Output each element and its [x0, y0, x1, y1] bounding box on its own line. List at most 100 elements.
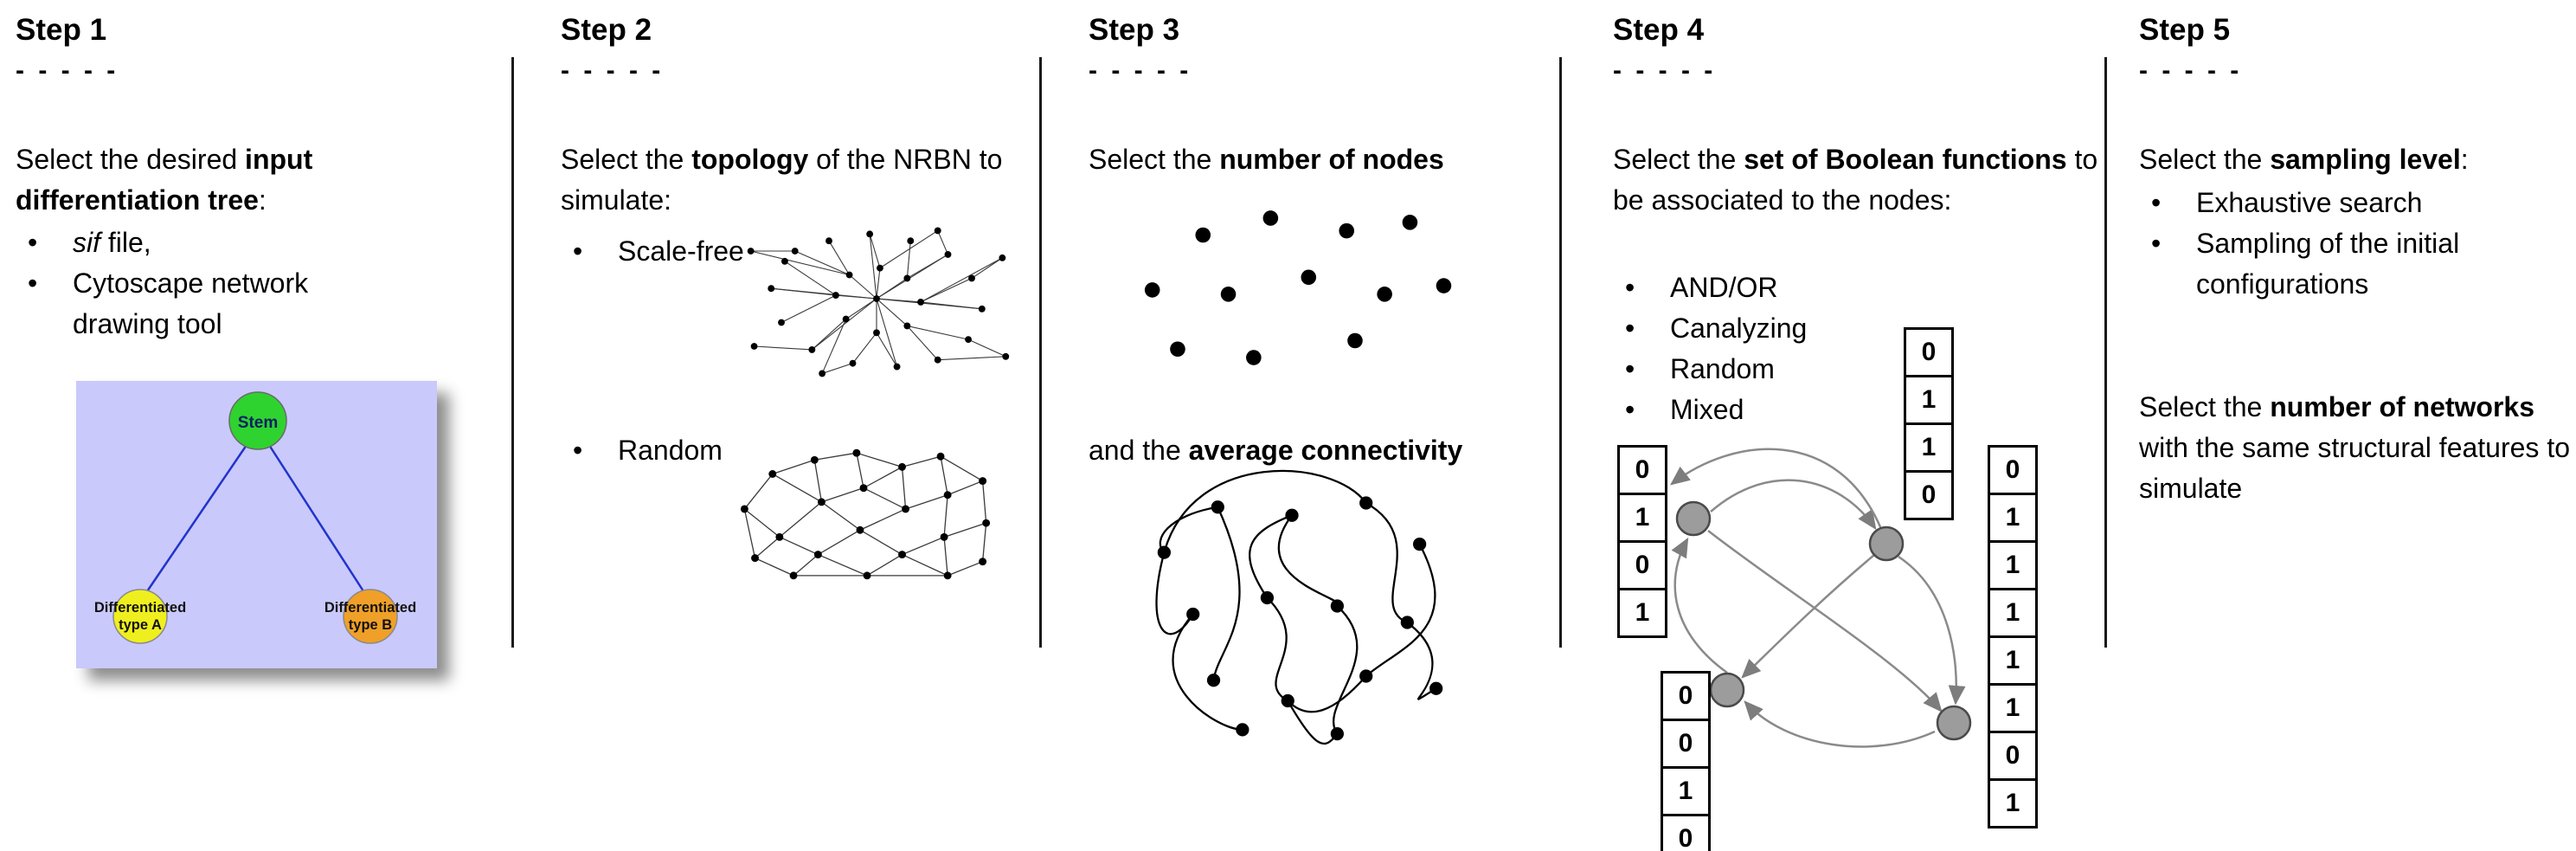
step5-networks-paragraph: Select the number of networks with the s… — [2139, 387, 2576, 509]
step5-bullet-exhaustive: •Exhaustive search — [2139, 183, 2576, 223]
step1-dashes: - - - - - — [16, 56, 119, 85]
step1-intro-post: : — [258, 184, 267, 216]
stem-node — [228, 391, 287, 450]
table-cell: 0 — [1988, 731, 2038, 781]
step2-intro-bold: topology — [691, 144, 809, 175]
scale-free-network-illustration — [747, 227, 1010, 377]
differentiation-tree-figure: Stem Differentiated type A Differentiate… — [76, 381, 437, 668]
sif-italic: sif — [73, 227, 100, 258]
boolean-network-figure: 0 1 0 1 0 1 1 0 0 0 1 0 0 1 1 1 — [1613, 323, 2110, 851]
table-cell: 0 — [1617, 540, 1667, 590]
scale-free-label: Scale-free — [618, 235, 744, 267]
step4-bullet-random: • Random — [1613, 349, 1959, 390]
table-cell: 0 — [1661, 719, 1711, 769]
table-cell: 1 — [1988, 493, 2038, 543]
random-functions-label: Random — [1670, 353, 1775, 384]
edge-n1-n4 — [1707, 530, 1943, 712]
step1-intro-bold: input differentiation tree — [16, 144, 313, 216]
bullet-glyph: • — [1625, 394, 1635, 425]
step5-para-pre: Select the — [2139, 391, 2271, 422]
step1-title: Step 1 — [16, 13, 107, 47]
type-a-label-line2: type A — [119, 617, 162, 633]
step3-title: Step 3 — [1089, 13, 1180, 47]
type-a-node — [112, 589, 168, 644]
step2-intro-pre: Select the — [561, 144, 692, 175]
table-cell: 1 — [1904, 375, 1954, 425]
step5-dashes: - - - - - — [2139, 56, 2243, 85]
boolean-table-bottom: 0 0 1 0 — [1661, 671, 1711, 851]
bullet-glyph: • — [1625, 313, 1635, 344]
step5-intro: Select the sampling level: — [2139, 139, 2576, 180]
step1-bullet-list: • sif file, • Cytoscape network drawing … — [16, 222, 504, 345]
step5-intro-bold: sampling level — [2270, 144, 2461, 175]
step2-intro: Select the topology of the NRBN to simul… — [561, 139, 1011, 221]
tree-edge-to-type-b — [267, 444, 367, 595]
stem-label: Stem — [238, 414, 278, 432]
step2-title: Step 2 — [561, 13, 652, 47]
sif-rest: file, — [100, 227, 151, 258]
step5-bullet-sampling: •Sampling of the initial configurations — [2139, 223, 2576, 305]
bullet-glyph: • — [2151, 228, 2162, 259]
table-cell: 0 — [1904, 470, 1954, 520]
step4-intro: Select the set of Boolean functions to b… — [1613, 139, 2110, 221]
step3-line1-bold: number of nodes — [1219, 144, 1444, 175]
step2-bullet-random: • Random — [561, 430, 820, 471]
step4-bullet-canalyzing: •Canalyzing — [1613, 308, 1959, 349]
step3-line1-pre: Select the — [1089, 144, 1220, 175]
bullet-glyph: • — [573, 235, 583, 267]
table-cell: 1 — [1617, 493, 1667, 543]
table-cell: 1 — [1988, 588, 2038, 638]
step2-bullet-scale-free: • Scale-free — [561, 231, 820, 272]
edge-n1-n2 — [1710, 479, 1877, 531]
step3-line2-pre: and the — [1089, 435, 1189, 466]
boolean-network-graph — [1670, 448, 1972, 748]
bullet-glyph: • — [28, 268, 38, 299]
step4-intro-bold: set of Boolean functions — [1744, 144, 2067, 175]
step4-title: Step 4 — [1613, 13, 1705, 47]
step5-intro-post: : — [2460, 144, 2469, 175]
column-divider-3 — [1559, 57, 1562, 648]
step1-column: Step 1 - - - - - Select the desired inpu… — [16, 13, 504, 844]
column-divider-4 — [2104, 57, 2107, 648]
bullet-glyph: • — [1625, 353, 1635, 384]
boolean-table-right: 0 1 1 1 1 1 0 1 — [1988, 445, 2038, 828]
step3-line2: and the average connectivity — [1089, 430, 1573, 471]
step5-para-post: with the same structural features to sim… — [2139, 432, 2570, 504]
table-cell: 0 — [1661, 671, 1711, 721]
boolean-table-top: 0 1 1 0 — [1904, 327, 1954, 520]
table-cell: 1 — [1988, 635, 2038, 686]
step4-bullet-list: •AND/OR •Canalyzing •Random •Mixed — [1613, 268, 1959, 430]
step4-dashes: - - - - - — [1613, 56, 1717, 85]
table-cell: 1 — [1904, 422, 1954, 473]
table-cell: 1 — [1988, 778, 2038, 828]
step5-title: Step 5 — [2139, 13, 2231, 47]
step5-bullet-list: •Exhaustive search •Sampling of the init… — [2139, 183, 2576, 305]
table-cell: 1 — [1661, 766, 1711, 816]
step1-bullet-cytoscape: • Cytoscape network drawing tool — [16, 263, 504, 345]
step5-para-bold: number of networks — [2270, 391, 2535, 422]
table-cell: 0 — [1661, 814, 1711, 851]
column-divider-2 — [1039, 57, 1042, 648]
boolean-node-2 — [1868, 525, 1905, 562]
edge-n2-n3 — [1741, 554, 1875, 679]
exhaustive-search-label: Exhaustive search — [2196, 187, 2423, 218]
andor-label: AND/OR — [1670, 272, 1778, 303]
step2-column: Step 2 - - - - - Select the topology of … — [561, 13, 1037, 844]
tree-edge-to-type-a — [144, 444, 248, 595]
step5-column: Step 5 - - - - - Select the sampling lev… — [2139, 13, 2576, 844]
table-cell: 0 — [1904, 327, 1954, 377]
step3-column: Step 3 - - - - - Select the number of no… — [1089, 13, 1573, 844]
step3-line2-bold: average connectivity — [1188, 435, 1463, 466]
boolean-node-4 — [1936, 705, 1972, 741]
step2-dashes: - - - - - — [561, 56, 665, 85]
edge-n3-n1 — [1671, 537, 1728, 674]
step4-bullet-andor: • AND/OR — [1613, 268, 1959, 308]
step4-intro-pre: Select the — [1613, 144, 1744, 175]
type-b-label-line1: Differentiated — [324, 600, 416, 616]
type-a-label-line1: Differentiated — [94, 600, 186, 616]
step4-column: Step 4 - - - - - Select the set of Boole… — [1613, 13, 2110, 851]
type-b-node — [343, 589, 398, 644]
bullet-glyph: • — [1625, 272, 1635, 303]
edge-n2-left-table — [1670, 448, 1883, 530]
